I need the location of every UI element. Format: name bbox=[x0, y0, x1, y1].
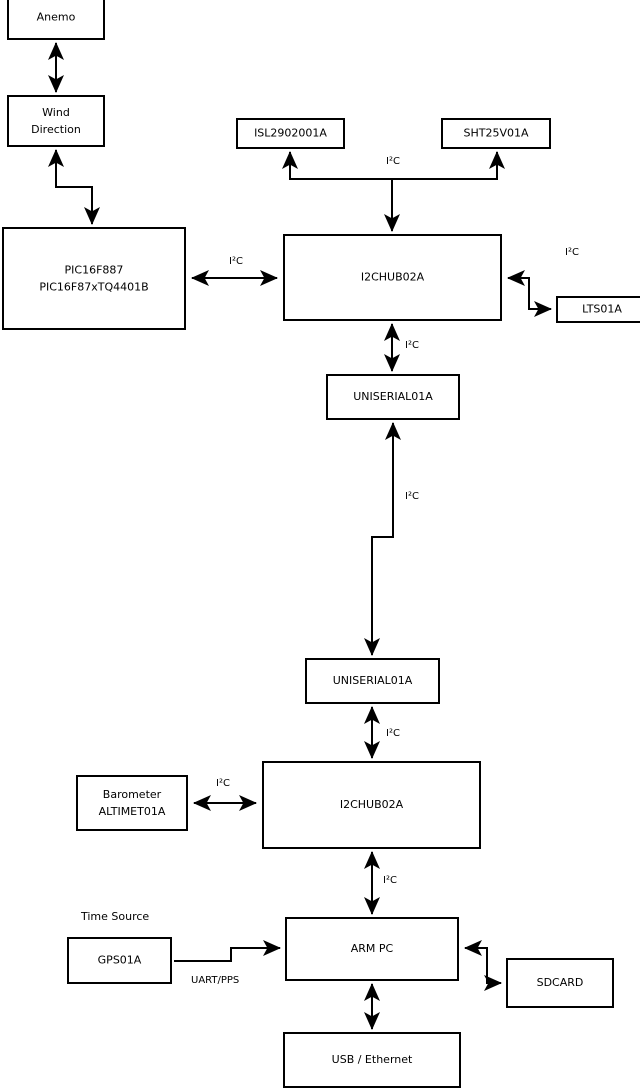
edge-gps-arm: UART/PPS bbox=[174, 940, 281, 986]
node-box[interactable] bbox=[76, 775, 188, 831]
node-box[interactable] bbox=[556, 296, 640, 323]
edge-path bbox=[464, 940, 502, 991]
node-label: I2CHUB02A bbox=[361, 271, 425, 284]
node-box[interactable] bbox=[326, 374, 460, 420]
edge-path bbox=[507, 270, 552, 317]
edge-path bbox=[282, 151, 505, 180]
node-anemo[interactable]: Anemo bbox=[7, 0, 105, 40]
edge-hub-arm: I²C bbox=[364, 851, 397, 915]
node-box[interactable] bbox=[7, 95, 105, 147]
node-label: ARM PC bbox=[351, 942, 394, 955]
node-label: USB / Ethernet bbox=[332, 1053, 413, 1066]
node-label-line1: Wind bbox=[42, 106, 70, 119]
edge-label: I²C bbox=[386, 156, 400, 167]
node-box[interactable] bbox=[285, 917, 459, 981]
node-box[interactable] bbox=[262, 761, 481, 849]
edge-uniserial-a-b: I²C bbox=[364, 422, 419, 656]
node-box[interactable] bbox=[283, 1032, 461, 1088]
node-lts[interactable]: LTS01A bbox=[556, 296, 640, 323]
node-box[interactable] bbox=[506, 958, 614, 1008]
edge-label: I²C bbox=[405, 340, 419, 351]
node-label: I2CHUB02A bbox=[340, 798, 404, 811]
edges-layer: I²C I²C I²C I²C I²C I²C I²C I²C UART/PPS bbox=[48, 42, 579, 1030]
node-label: ISL2902001A bbox=[254, 127, 327, 140]
node-hub_bottom[interactable]: I2CHUB02A bbox=[262, 761, 481, 849]
node-label: GPS01A bbox=[98, 954, 142, 967]
node-isl[interactable]: ISL2902001A bbox=[236, 118, 345, 149]
node-box[interactable] bbox=[305, 658, 440, 704]
node-arm_pc[interactable]: ARM PC bbox=[285, 917, 459, 981]
edge-path bbox=[48, 149, 100, 225]
edge-label: UART/PPS bbox=[191, 975, 239, 986]
node-usb_eth[interactable]: USB / Ethernet bbox=[283, 1032, 461, 1088]
edge-label: I²C bbox=[229, 256, 243, 267]
node-box[interactable] bbox=[441, 118, 551, 149]
node-sht[interactable]: SHT25V01A bbox=[441, 118, 551, 149]
edge-label: I²C bbox=[565, 247, 579, 258]
edge-pic-hub: I²C bbox=[191, 256, 278, 286]
label-time-source: Time Source bbox=[80, 910, 149, 923]
node-label-line1: Barometer bbox=[103, 788, 162, 801]
node-box[interactable] bbox=[7, 0, 105, 40]
node-label: UNISERIAL01A bbox=[353, 390, 433, 403]
edge-path bbox=[364, 422, 401, 656]
node-box[interactable] bbox=[2, 227, 186, 330]
node-box[interactable] bbox=[283, 234, 502, 321]
edge-label: I²C bbox=[216, 778, 230, 789]
node-label: SDCARD bbox=[537, 976, 584, 989]
node-label-line1: PIC16F887 bbox=[65, 264, 124, 277]
node-label: Anemo bbox=[37, 11, 76, 24]
edge-hub-isl-sht: I²C bbox=[282, 151, 505, 180]
edge-arm-sdcard bbox=[464, 940, 502, 991]
free-labels-layer: Time Source bbox=[80, 910, 149, 923]
node-sdcard[interactable]: SDCARD bbox=[506, 958, 614, 1008]
node-hub_top[interactable]: I2CHUB02A bbox=[283, 234, 502, 321]
edge-label: I²C bbox=[386, 728, 400, 739]
edge-hub-uniserial-a: I²C bbox=[384, 323, 419, 372]
node-box[interactable] bbox=[236, 118, 345, 149]
edge-uniserial-b-hub: I²C bbox=[364, 706, 400, 759]
node-uniserial_b[interactable]: UNISERIAL01A bbox=[305, 658, 440, 704]
node-label-line2: PIC16F87xTQ4401B bbox=[39, 281, 148, 294]
edge-barometer-hub: I²C bbox=[193, 778, 257, 811]
node-uniserial_a[interactable]: UNISERIAL01A bbox=[326, 374, 460, 420]
edge-label: I²C bbox=[405, 491, 419, 502]
edge-hub-lts: I²C bbox=[507, 247, 579, 317]
edge-label: I²C bbox=[383, 875, 397, 886]
node-label-line2: Direction bbox=[31, 123, 81, 136]
node-label: UNISERIAL01A bbox=[333, 674, 413, 687]
edge-path bbox=[174, 940, 281, 962]
node-gps[interactable]: GPS01A bbox=[67, 937, 172, 984]
node-label: LTS01A bbox=[582, 303, 622, 316]
node-label: SHT25V01A bbox=[463, 127, 528, 140]
node-box[interactable] bbox=[67, 937, 172, 984]
node-label-line2: ALTIMET01A bbox=[99, 805, 166, 818]
edge-wind-pic bbox=[48, 149, 100, 225]
